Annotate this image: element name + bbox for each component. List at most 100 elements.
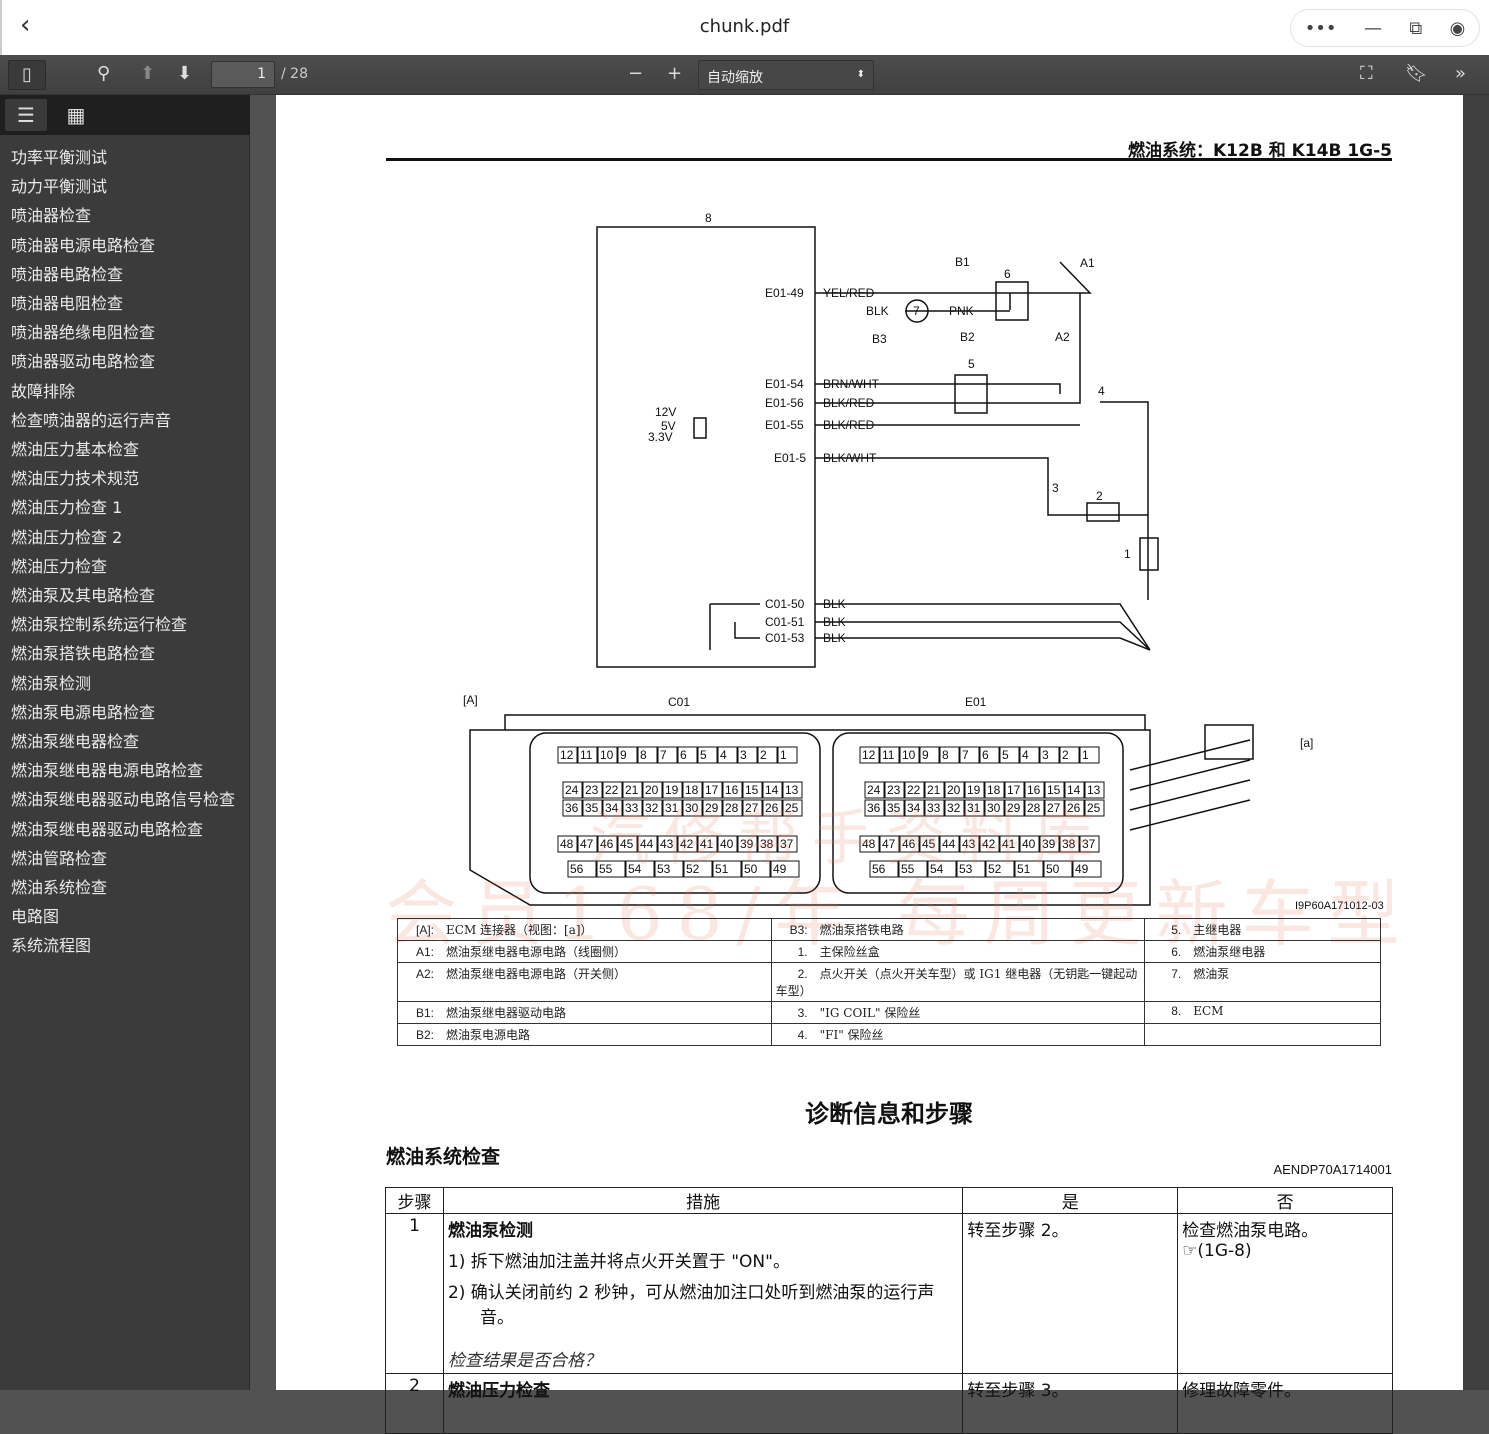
- legend-cell: B3:燃油泵搭铁电路: [770, 918, 1146, 941]
- pin-label: C01-50: [765, 597, 805, 611]
- step-number: 2: [385, 1373, 444, 1434]
- outline-item[interactable]: 系统流程图: [11, 936, 92, 956]
- pin-number: 48: [862, 837, 876, 851]
- pin-number: 28: [1027, 801, 1041, 815]
- outline-sidebar: [0, 95, 250, 1390]
- pin-cell: [1004, 799, 1025, 817]
- legend-text: "FI" 保险丝: [819, 1028, 884, 1042]
- pin-cell: [879, 835, 900, 853]
- outline-item[interactable]: 喷油器电阻检查: [11, 294, 124, 313]
- legend-key: 4.: [797, 1028, 808, 1042]
- outline-item[interactable]: 喷油器绝缘电阻检查: [11, 323, 156, 343]
- pin-label: E01-49: [765, 286, 804, 300]
- outline-item[interactable]: 喷油器驱动电路检查: [11, 352, 156, 372]
- pin-cell: [884, 781, 905, 799]
- pin-cell: [864, 799, 885, 817]
- outline-item[interactable]: 燃油管路检查: [11, 848, 108, 868]
- outline-item[interactable]: 动力平衡测试: [11, 177, 108, 197]
- scrollbar[interactable]: [1463, 95, 1489, 1390]
- sidebar-toggle-icon[interactable]: ▯: [8, 60, 46, 90]
- pin-number: 31: [665, 801, 679, 815]
- pin-cell: [959, 835, 980, 853]
- pin-number: 14: [1067, 783, 1081, 797]
- pin-cell: [602, 799, 623, 817]
- wire-color-label: BLK: [823, 615, 846, 629]
- pin-number: 22: [907, 783, 921, 797]
- more-tools-icon[interactable]: »: [1455, 63, 1467, 84]
- legend-cell: A2:燃油泵继电器电源电路（开关侧）: [397, 962, 772, 1002]
- outline-item[interactable]: 燃油系统检查: [11, 878, 108, 897]
- zoom-select[interactable]: 自动缩放⬍: [698, 60, 874, 90]
- restore-icon[interactable]: ⧉: [1409, 17, 1423, 39]
- figure-id: I9P60A171012-03: [1295, 900, 1384, 912]
- pin-cell: [737, 746, 758, 764]
- outline-item[interactable]: 喷油器电路检查: [11, 264, 124, 284]
- outline-item[interactable]: 燃油泵电源电路检查: [11, 702, 156, 722]
- arrow-down-icon[interactable]: ⬇: [177, 63, 193, 84]
- outline-item[interactable]: 燃油压力基本检查: [11, 440, 140, 459]
- record-icon[interactable]: ◉: [1449, 17, 1466, 39]
- outline-item[interactable]: 燃油泵控制系统运行检查: [11, 615, 188, 635]
- outline-item[interactable]: 喷油器检查: [11, 206, 92, 226]
- outline-item[interactable]: 燃油泵继电器电源电路检查: [11, 761, 204, 781]
- label-e01: E01: [965, 695, 987, 709]
- outline-item[interactable]: 燃油压力技术规范: [11, 469, 140, 489]
- col-yes: 是: [962, 1187, 1179, 1214]
- more-icon[interactable]: •••: [1304, 17, 1337, 39]
- outline-item[interactable]: 燃油泵继电器驱动电路检查: [11, 819, 204, 839]
- legend-key: B1:: [415, 1006, 434, 1020]
- outline-item[interactable]: 喷油器电源电路检查: [11, 235, 156, 255]
- outline-item[interactable]: 燃油泵检测: [11, 673, 92, 693]
- pin-number: 2: [1062, 748, 1069, 762]
- fullscreen-icon[interactable]: ⛶: [1360, 63, 1373, 84]
- outline-item[interactable]: 电路图: [11, 907, 60, 927]
- chevron-left-icon[interactable]: ‹: [20, 10, 31, 40]
- outline-item[interactable]: 燃油压力检查: [11, 556, 108, 576]
- pin-label: C01-51: [765, 615, 805, 629]
- pin-number: 36: [867, 801, 881, 815]
- wiring-diagram: 8 B1 A1 6 7 BLK PNK B3 B2 A2 5 4 3 2 1 1…: [463, 211, 1384, 912]
- arrow-up-icon[interactable]: ⬆: [140, 63, 156, 84]
- pin-number: 17: [705, 783, 719, 797]
- outline-item[interactable]: 燃油泵继电器驱动电路信号检查: [11, 790, 236, 810]
- bookmark-icon[interactable]: 🔖︎: [1405, 63, 1428, 84]
- outline-view-icon[interactable]: ☰: [5, 99, 47, 131]
- legend-cell: B2:燃油泵电源电路: [397, 1023, 772, 1046]
- pin-number: 54: [628, 862, 642, 876]
- header-rule: [386, 158, 1392, 161]
- pin-cell: [597, 746, 618, 764]
- pin-cell: [964, 799, 985, 817]
- pin-number: 52: [988, 862, 1002, 876]
- pin-number: 34: [605, 801, 619, 815]
- pin-cell: [904, 781, 925, 799]
- pin-number: 10: [902, 748, 916, 762]
- step-no-ref[interactable]: ☞(1G-8): [1182, 1241, 1252, 1261]
- outline-item[interactable]: 燃油泵继电器检查: [11, 732, 140, 751]
- outline-item[interactable]: 燃油压力检查 1: [11, 498, 123, 518]
- pin-cell: [959, 746, 980, 764]
- zoom-out-button[interactable]: −: [628, 63, 644, 84]
- outline-item[interactable]: 燃油泵搭铁电路检查: [11, 644, 156, 664]
- outline-item[interactable]: 故障排除: [11, 381, 76, 401]
- wire-color-label: BLK/WHT: [823, 451, 877, 465]
- pin-number: 45: [620, 837, 634, 851]
- pin-cell: [757, 746, 778, 764]
- zoom-in-button[interactable]: +: [667, 63, 683, 84]
- search-icon[interactable]: ⚲: [97, 63, 111, 84]
- outline-item[interactable]: 检查喷油器的运行声音: [11, 410, 172, 430]
- thumbnail-view-icon[interactable]: ▦: [66, 103, 86, 127]
- outline-item[interactable]: 燃油泵及其电路检查: [11, 586, 156, 605]
- outline-item[interactable]: 功率平衡测试: [11, 148, 108, 167]
- pin-cell: [1019, 746, 1040, 764]
- pin-number: 34: [907, 801, 921, 815]
- step-question: 检查结果是否合格？: [447, 1351, 601, 1371]
- minimize-icon[interactable]: —: [1363, 17, 1382, 39]
- pin-number: 30: [685, 801, 699, 815]
- outline-item[interactable]: 燃油压力检查 2: [11, 527, 123, 547]
- pin-number: 23: [585, 783, 599, 797]
- pin-number: 42: [680, 837, 694, 851]
- pin-number: 45: [922, 837, 936, 851]
- page-number-input[interactable]: 1: [211, 61, 275, 88]
- pin-cell: [999, 746, 1020, 764]
- pin-cell: [924, 799, 945, 817]
